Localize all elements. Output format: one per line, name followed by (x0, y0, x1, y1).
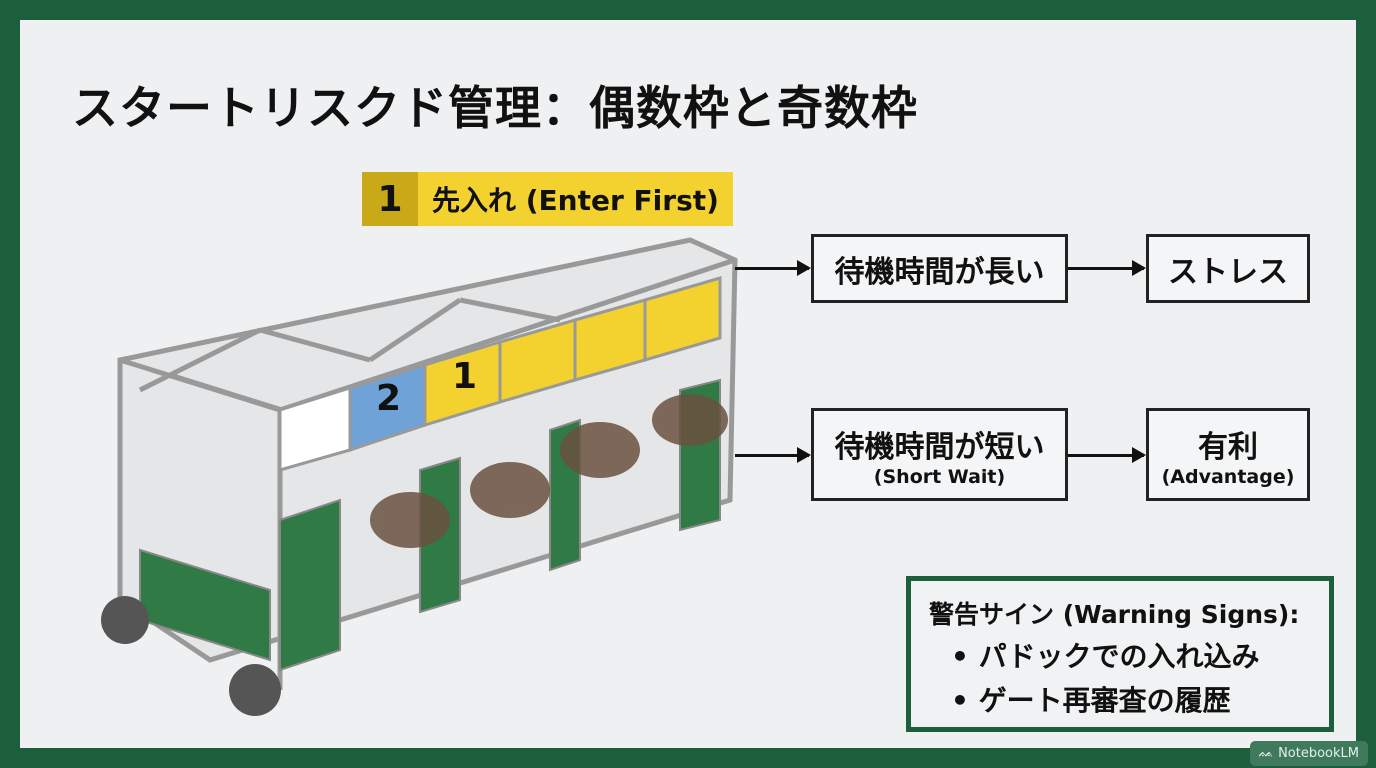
arrow-icon (735, 447, 811, 463)
advantage-box: 有利 (Advantage) (1146, 408, 1310, 501)
warning-item: • ゲート再審査の履歴 (951, 684, 1231, 717)
slide: スタートリスクド管理：偶数枠と奇数枠 2 1 (20, 20, 1356, 748)
stress-text: ストレス (1168, 254, 1288, 290)
short-wait-box: 待機時間が短い (Short Wait) (811, 408, 1068, 501)
enter-first-text: 先入れ (Enter First) (432, 184, 719, 217)
arrow-icon (1068, 260, 1146, 276)
warning-signs-box: 警告サイン (Warning Signs): • パドックでの入れ込み • ゲー… (906, 576, 1334, 732)
long-wait-text: 待機時間が長い (834, 254, 1045, 290)
arrow-icon (735, 260, 811, 276)
short-wait-text: 待機時間が短い (834, 429, 1045, 465)
advantage-subtext: (Advantage) (1161, 465, 1295, 488)
warning-heading: 警告サイン (Warning Signs): (929, 600, 1300, 629)
arrow-icon (1068, 447, 1146, 463)
advantage-text: 有利 (1198, 429, 1258, 465)
gate-number-1: 1 (452, 356, 477, 397)
stress-box: ストレス (1146, 234, 1310, 303)
gate-number-2: 2 (376, 378, 401, 419)
enter-first-number: 1 (362, 172, 418, 226)
slide-title: スタートリスクド管理：偶数枠と奇数枠 (72, 81, 918, 135)
starting-gate-illustration: 2 1 (101, 237, 738, 716)
notebooklm-badge: ᨐ NotebookLM (1249, 741, 1368, 766)
short-wait-subtext: (Short Wait) (873, 465, 1006, 488)
warning-item: • パドックでの入れ込み (951, 640, 1260, 673)
enter-first-label: 1 先入れ (Enter First) (362, 172, 733, 226)
stall-row (278, 275, 722, 472)
long-wait-box: 待機時間が長い (811, 234, 1068, 303)
